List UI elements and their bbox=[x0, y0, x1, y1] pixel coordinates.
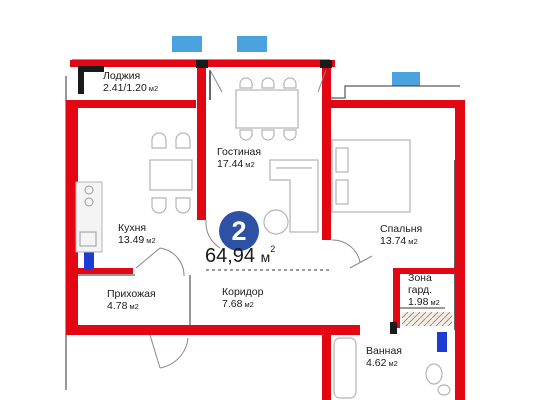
total-area-unit-power: 2 bbox=[270, 244, 276, 255]
rooms-count-badge: 2 bbox=[219, 211, 259, 251]
room-name-line2: гард. bbox=[408, 284, 433, 297]
window-bedroom bbox=[392, 72, 420, 86]
bathtub bbox=[333, 337, 357, 399]
wall-left-outer bbox=[66, 100, 78, 335]
wall-right-outer bbox=[455, 100, 465, 400]
wall-top-bedroom bbox=[331, 100, 461, 108]
kitchen-table bbox=[149, 132, 193, 214]
wall-wardrobe-top bbox=[393, 268, 455, 274]
bed bbox=[331, 139, 411, 213]
room-name: Прихожая bbox=[107, 288, 156, 300]
wall-kitchen-living bbox=[197, 60, 206, 220]
room-name: Кухня bbox=[118, 222, 147, 234]
wall-corridor-top-left bbox=[78, 268, 133, 274]
room-name-line1: Зона bbox=[408, 272, 432, 284]
window-loggia-left bbox=[172, 36, 202, 52]
room-name: Лоджия bbox=[103, 70, 141, 82]
room-name: Коридор bbox=[222, 286, 264, 298]
windows bbox=[172, 36, 420, 86]
blue-accents bbox=[84, 252, 447, 352]
wall-left-bottom bbox=[66, 325, 191, 335]
wall-bathroom-left bbox=[322, 325, 331, 400]
doors bbox=[135, 69, 373, 369]
room-name: Спальня bbox=[380, 223, 423, 235]
wall-stubs bbox=[78, 60, 397, 334]
kitchen-counter bbox=[75, 181, 103, 253]
total-area-value: 64,94 bbox=[205, 245, 256, 267]
wall-wardrobe-left bbox=[393, 268, 400, 328]
window-loggia-right bbox=[237, 36, 267, 52]
total-area-unit: м bbox=[260, 249, 271, 265]
living-sofa bbox=[263, 159, 319, 235]
wall-living-bedroom bbox=[322, 60, 331, 240]
total-area: 64,94 м2 bbox=[205, 244, 276, 268]
room-name: Гостиная bbox=[217, 146, 262, 158]
wardrobe-shelves bbox=[402, 312, 452, 326]
wall-bottom-middle bbox=[190, 325, 360, 335]
toilet bbox=[425, 363, 451, 396]
wall-top-kitchen bbox=[66, 100, 196, 108]
living-dining-table bbox=[235, 77, 299, 141]
room-name: Ванная bbox=[366, 345, 402, 357]
